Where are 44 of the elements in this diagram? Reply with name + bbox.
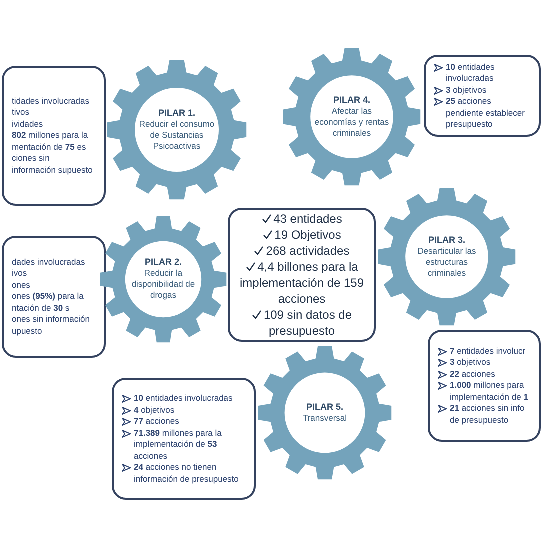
stat-item: 3 objetivos — [450, 357, 491, 369]
pillar-title: PILAR 5. — [306, 402, 344, 413]
stat-item: 25 acciones pendiente establecer presupuesto — [446, 96, 526, 130]
gear — [283, 48, 421, 186]
gear — [100, 216, 227, 343]
pillar-title: PILAR 1. — [158, 108, 196, 119]
summary-box — [228, 208, 376, 342]
pillar-description: Desarticular las estructuras criminales — [416, 246, 478, 279]
summary-item: 43 entidades — [262, 211, 342, 227]
stat-item: tidades involucradas — [12, 96, 90, 108]
stat-item: 22 acciones — [450, 368, 496, 380]
pillar-title: PILAR 3. — [428, 234, 466, 246]
summary-item: 268 actividades — [254, 243, 350, 259]
stat-item: ivos — [12, 268, 28, 280]
summary-item: 19 Objetivos — [262, 227, 342, 243]
gear — [378, 188, 516, 326]
pillar-title: PILAR 4. — [333, 94, 370, 106]
pillar-description: Afectar las economías y rentas criminales — [314, 106, 390, 139]
stat-item: 24 acciones no tienen información de presupuesto — [134, 462, 240, 485]
stat-item: 3 objetivos — [446, 84, 487, 96]
stat-item: ciones sin información supuesto — [12, 153, 94, 176]
stat-item: 77 acciones — [134, 416, 180, 428]
gear — [107, 60, 247, 200]
pillar-title: PILAR 2. — [144, 257, 182, 268]
summary-item: 4,4 billones para la implementación de 159 acciones — [238, 259, 366, 307]
stat-item: 4 objetivos — [134, 404, 175, 416]
summary-item: 109 sin datos de presupuesto — [234, 307, 370, 339]
stats-box — [2, 66, 106, 206]
stat-item: ones — [12, 280, 30, 292]
stat-item: 21 acciones sin info de presupuesto — [450, 403, 526, 426]
stats-box — [428, 330, 541, 442]
stat-item: 7 entidades involucr — [450, 346, 526, 358]
stat-item: 10 entidades involucradas — [134, 393, 233, 404]
pillar-description: Reducir la disponibilidad de drogas — [130, 268, 196, 302]
stats-box — [112, 378, 256, 500]
stat-item: tivos — [12, 107, 30, 119]
gear — [258, 346, 392, 480]
stat-item: ones sin información upuesto — [12, 314, 91, 338]
stat-item: dades involucradas — [12, 256, 86, 268]
stats-box — [2, 236, 106, 358]
pillar-description: Reducir el consumo de Sustancias Psicoactivas — [138, 118, 216, 152]
pillar-description: Transversal — [302, 412, 348, 424]
stat-item: ividades — [12, 118, 44, 130]
stats-box — [424, 55, 541, 137]
